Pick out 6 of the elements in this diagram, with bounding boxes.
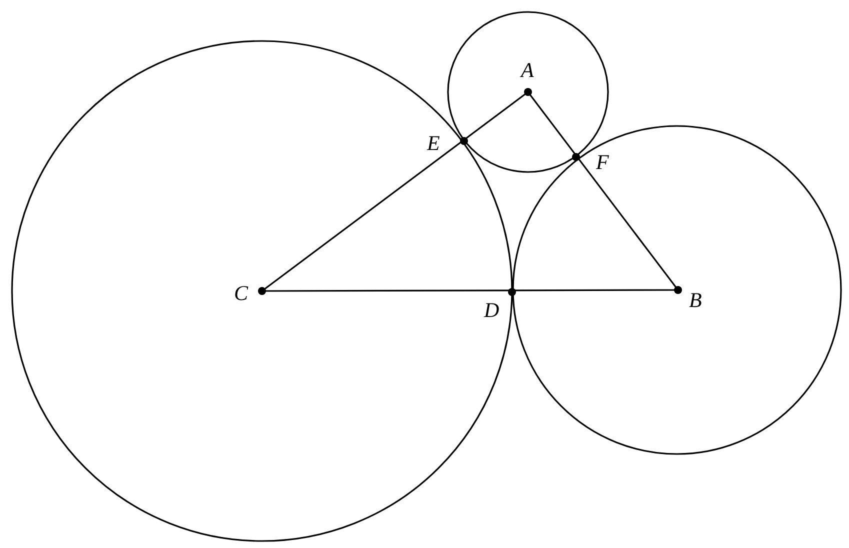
point-label: B	[689, 290, 702, 311]
point-label: F	[596, 152, 609, 173]
point-label: E	[427, 133, 440, 154]
point-label: C	[234, 283, 248, 304]
point-label: A	[521, 60, 534, 81]
point-label: D	[484, 300, 500, 321]
